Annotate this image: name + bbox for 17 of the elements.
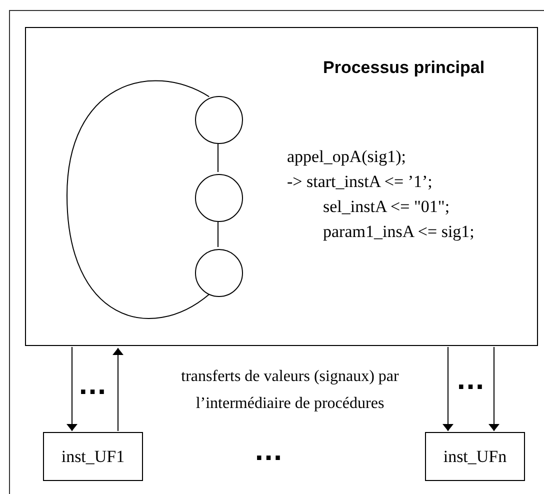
code-line: appel_opA(sig1); <box>287 146 406 168</box>
ellipsis-mark: ... <box>79 374 108 396</box>
arrow <box>490 346 498 432</box>
unit-box: inst_UF1 <box>43 432 143 481</box>
code-line: param1_insA <= sig1; <box>323 221 474 243</box>
code-line: -> start_instA <= ’1’; <box>287 171 432 193</box>
arrow <box>68 346 76 432</box>
process-box <box>25 27 538 346</box>
arrow <box>114 348 122 432</box>
process-title: Processus principal <box>323 57 485 79</box>
arrow <box>444 346 452 432</box>
code-line: sel_instA <= "01"; <box>323 196 450 218</box>
ellipsis-mark: ... <box>255 440 284 462</box>
connector-line <box>66 80 210 319</box>
ellipsis-mark: ... <box>457 369 486 391</box>
unit-box: inst_UFn <box>425 432 525 481</box>
transfer-note: transferts de valeurs (signaux) par l’intermédiaire de procédures <box>180 367 400 414</box>
